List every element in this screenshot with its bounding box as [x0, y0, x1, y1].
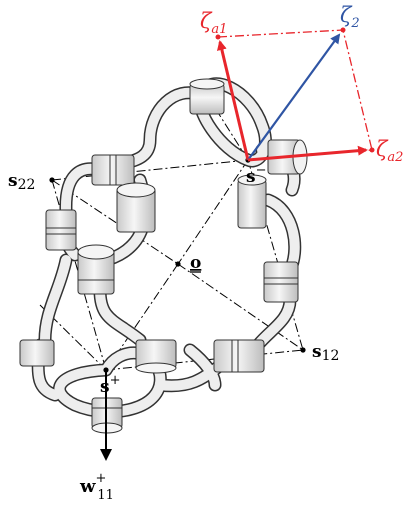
joint-right-upper: [237, 174, 267, 229]
zeta-a1-point: [215, 34, 221, 40]
label-w11: w+11: [79, 471, 114, 503]
points: [49, 157, 306, 373]
joint-lower-left: [19, 339, 55, 367]
vectors: [100, 33, 368, 461]
joint-center-left: [116, 182, 156, 233]
point-s22: [49, 177, 55, 183]
labels: ζa1 ζ2 ζa2 s22 s− o s12 s+ w+11: [8, 3, 403, 503]
line-o-s12: [177, 263, 304, 351]
line-sminus-o: [177, 159, 249, 265]
zeta-a2-point: [369, 147, 375, 153]
label-s-plus: s+: [100, 373, 120, 397]
label-s22: s22: [8, 171, 35, 193]
line-splus-left: [39, 304, 107, 371]
joint-lower-center: [135, 339, 177, 374]
line-splus-s12: [105, 349, 304, 371]
joints: [19, 78, 308, 434]
zeta-2-arrow: [247, 33, 341, 161]
zeta-a1-arrow: [216, 40, 250, 161]
joint-left-upper: [91, 154, 135, 186]
label-zeta-a2: ζa2: [376, 137, 403, 165]
line-s22-sminus: [51, 159, 249, 181]
joint-left-middle: [77, 244, 115, 295]
point-o: [175, 261, 181, 267]
label-s12: s12: [312, 342, 339, 364]
joint-top: [189, 78, 225, 115]
zeta-2-point: [340, 27, 346, 33]
point-s12: [300, 347, 306, 353]
joint-lower-right: [213, 339, 265, 373]
joint-right-middle: [263, 261, 299, 303]
line-sminus-s12: [247, 159, 304, 351]
zeta-a2-arrow: [247, 145, 368, 162]
label-zeta-a1: ζa1: [200, 9, 227, 37]
joint-left-side: [45, 209, 77, 251]
label-zeta-2: ζ2: [340, 3, 360, 31]
label-s-minus: s−: [246, 163, 266, 187]
label-o: o: [190, 253, 201, 273]
